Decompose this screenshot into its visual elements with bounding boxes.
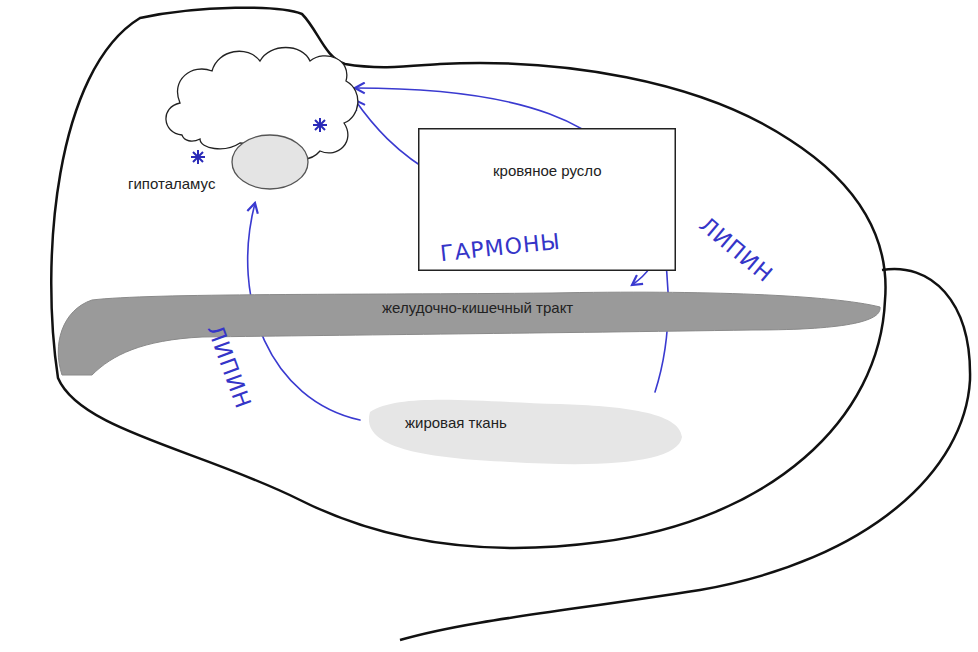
node-label: кровяное русло [493,162,602,180]
gi-tract-band: желудочно-кишечный тракт [52,285,882,377]
node-outline [52,285,882,377]
hypothalamus-cloud: гипоталамус [120,35,355,203]
adipose-tissue: жировая ткань [360,392,685,470]
arrow-label: ЛИПИН [694,213,777,288]
node-label: жировая ткань [405,414,507,432]
node-label: желудочно-кишечный тракт [382,299,573,317]
node-label: гипоталамус [128,175,215,193]
body-outline [51,8,885,548]
